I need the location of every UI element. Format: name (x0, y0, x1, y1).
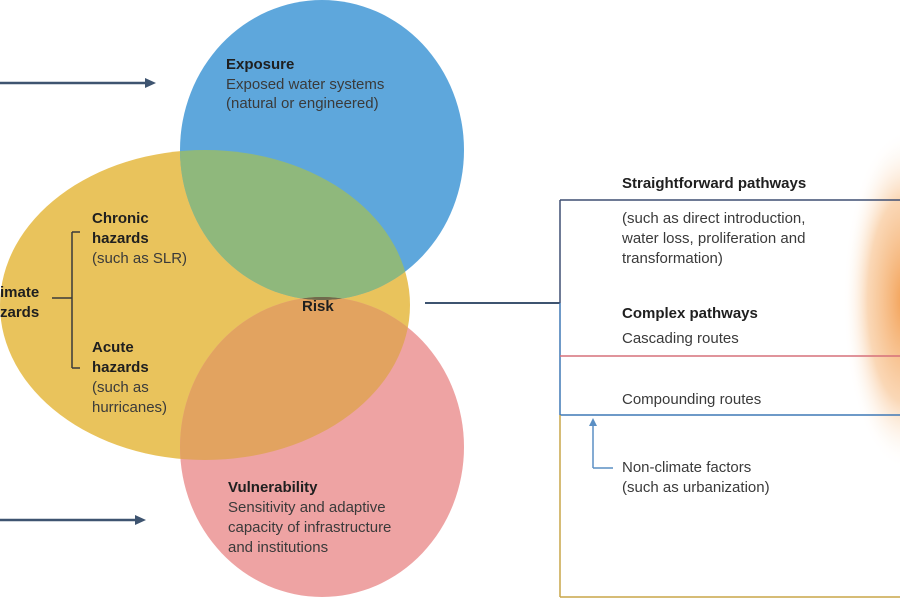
exposure-title: Exposure (226, 56, 295, 73)
nonclimate-line-1: Non-climate factors (622, 459, 752, 476)
acute-line-1: Acute (92, 339, 134, 356)
exposure-line-2: (natural or engineered) (226, 95, 379, 112)
acute-line-2: hazards (92, 359, 149, 376)
glow-shape (843, 130, 900, 470)
complex-title: Complex pathways (622, 305, 758, 322)
top-arrow (0, 78, 156, 88)
vulnerability-title: Vulnerability (228, 479, 318, 496)
risk-label: Risk (302, 298, 334, 315)
straightforward-line-3: transformation) (622, 250, 723, 267)
straightforward-line-2: water loss, proliferation and (622, 230, 806, 247)
nonclimate-arrow (589, 418, 613, 469)
nonclimate-line-2: (such as urbanization) (622, 479, 770, 496)
acute-note-1: (such as (92, 379, 149, 396)
chronic-line-1: Chronic (92, 210, 149, 227)
chronic-note: (such as SLR) (92, 250, 188, 267)
pathways-panel (559, 199, 900, 598)
exposure-line-1: Exposed water systems (226, 76, 385, 93)
vulnerability-line-3: and institutions (228, 539, 329, 556)
vulnerability-line-1: Sensitivity and adaptive (228, 499, 386, 516)
cascading-routes: Cascading routes (622, 330, 739, 347)
bottom-arrow (0, 515, 146, 525)
hazard-bracket (52, 231, 80, 369)
chronic-line-2: hazards (92, 230, 149, 247)
climate-hazards-line-2: zards (0, 304, 40, 321)
climate-hazards-line-1: imate (0, 284, 40, 301)
vulnerability-line-2: capacity of infrastructure (228, 519, 392, 536)
straightforward-title: Straightforward pathways (622, 175, 807, 192)
acute-note-2: hurricanes) (92, 399, 168, 416)
compounding-routes: Compounding routes (622, 391, 762, 408)
straightforward-line-1: (such as direct introduction, (622, 210, 806, 227)
